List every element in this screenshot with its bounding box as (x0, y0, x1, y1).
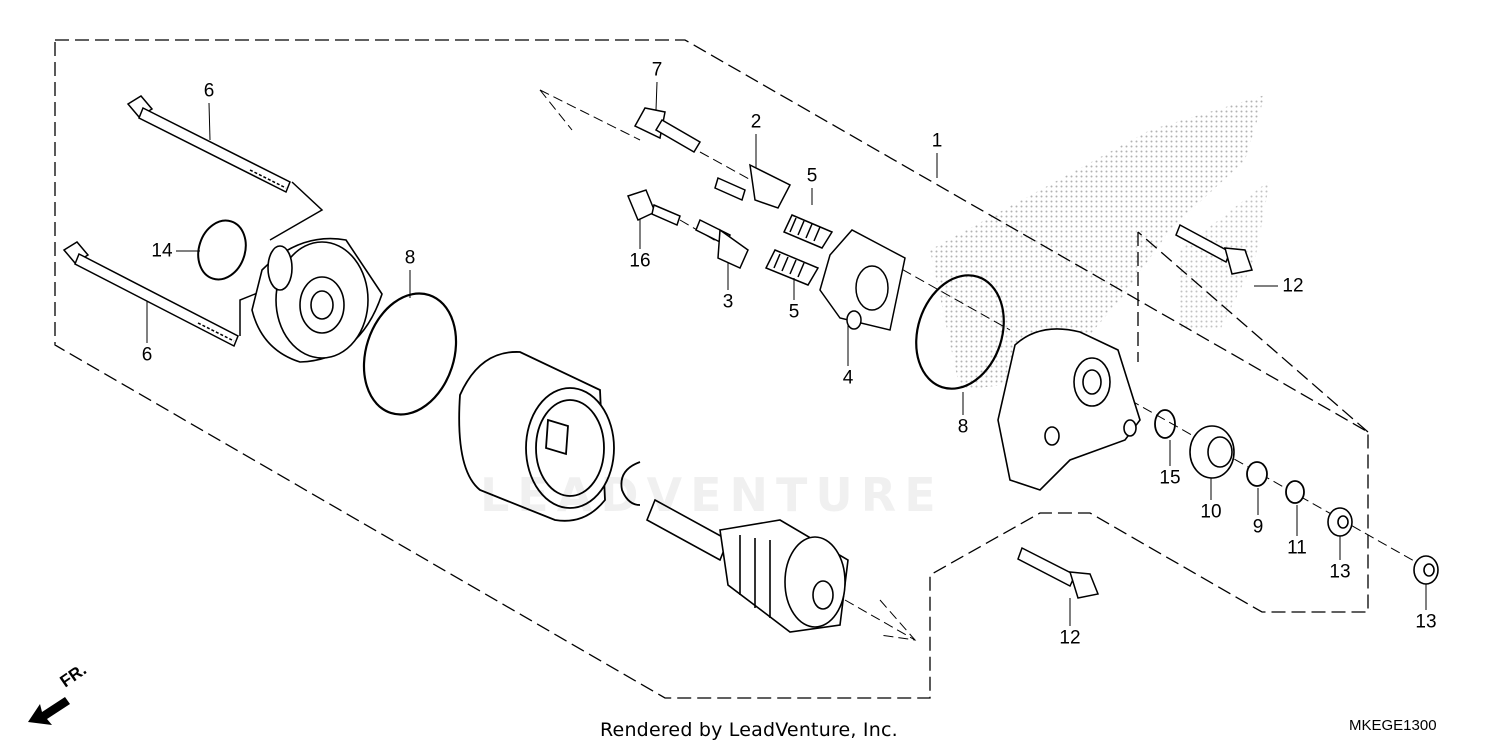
callout-c8a[interactable]: 8 (404, 247, 416, 269)
callout-c10[interactable]: 10 (1200, 501, 1222, 523)
bolt-12-upper (1175, 223, 1253, 275)
bolt-6-lower (62, 241, 266, 348)
callout-c13a[interactable]: 13 (1329, 561, 1351, 583)
callout-c12b[interactable]: 12 (1059, 627, 1081, 649)
terminal-bolt-7 (633, 107, 702, 154)
collar-9 (1246, 461, 1268, 487)
callout-c16[interactable]: 16 (629, 250, 651, 272)
callout-c9[interactable]: 9 (1252, 516, 1264, 538)
nut-13-inner (1327, 507, 1353, 537)
watermark: LEADVENTURE (480, 468, 944, 522)
callout-c7[interactable]: 7 (651, 59, 663, 81)
washer-11 (1285, 480, 1305, 504)
front-cover (251, 237, 383, 363)
nut-13-outer (1413, 555, 1439, 585)
callout-c5b[interactable]: 5 (788, 301, 800, 323)
callout-c12a[interactable]: 12 (1282, 275, 1304, 297)
callout-c2[interactable]: 2 (750, 111, 762, 133)
armature (645, 498, 849, 633)
callout-c6a[interactable]: 6 (203, 80, 215, 102)
brush-holder-4 (819, 229, 906, 331)
assembly-outline (54, 39, 1369, 699)
yoke-housing (458, 351, 615, 522)
screw-16 (626, 189, 681, 227)
bolt-12-lower (1017, 546, 1100, 599)
front-arrow-icon (28, 697, 70, 725)
callout-c8b[interactable]: 8 (957, 416, 969, 438)
brush-3 (695, 218, 749, 269)
spring-5-upper (782, 214, 834, 249)
callout-c3[interactable]: 3 (722, 291, 734, 313)
spring-5-lower (764, 249, 820, 286)
leader-lines (146, 81, 1427, 626)
o-ring-14 (197, 219, 247, 281)
o-ring-8-left (362, 292, 458, 416)
callout-c13b[interactable]: 13 (1415, 611, 1437, 633)
diagram-code: MKEGE1300 (1349, 717, 1437, 734)
gear-10 (1189, 425, 1235, 479)
callout-c14[interactable]: 14 (151, 240, 173, 262)
rear-cover (997, 328, 1141, 491)
callout-c1[interactable]: 1 (931, 130, 943, 152)
snap-clip (620, 461, 641, 506)
callout-c11[interactable]: 11 (1287, 537, 1307, 559)
bolt-6-upper (126, 95, 324, 241)
callout-c6b[interactable]: 6 (141, 344, 153, 366)
brush-2 (714, 163, 792, 209)
rendered-by-credit: Rendered by LeadVenture, Inc. (600, 719, 898, 741)
washer-15 (1154, 409, 1176, 439)
callout-c15[interactable]: 15 (1159, 467, 1181, 489)
o-ring-8-right (915, 274, 1005, 390)
callout-c5a[interactable]: 5 (806, 165, 818, 187)
callout-c4[interactable]: 4 (842, 367, 854, 389)
